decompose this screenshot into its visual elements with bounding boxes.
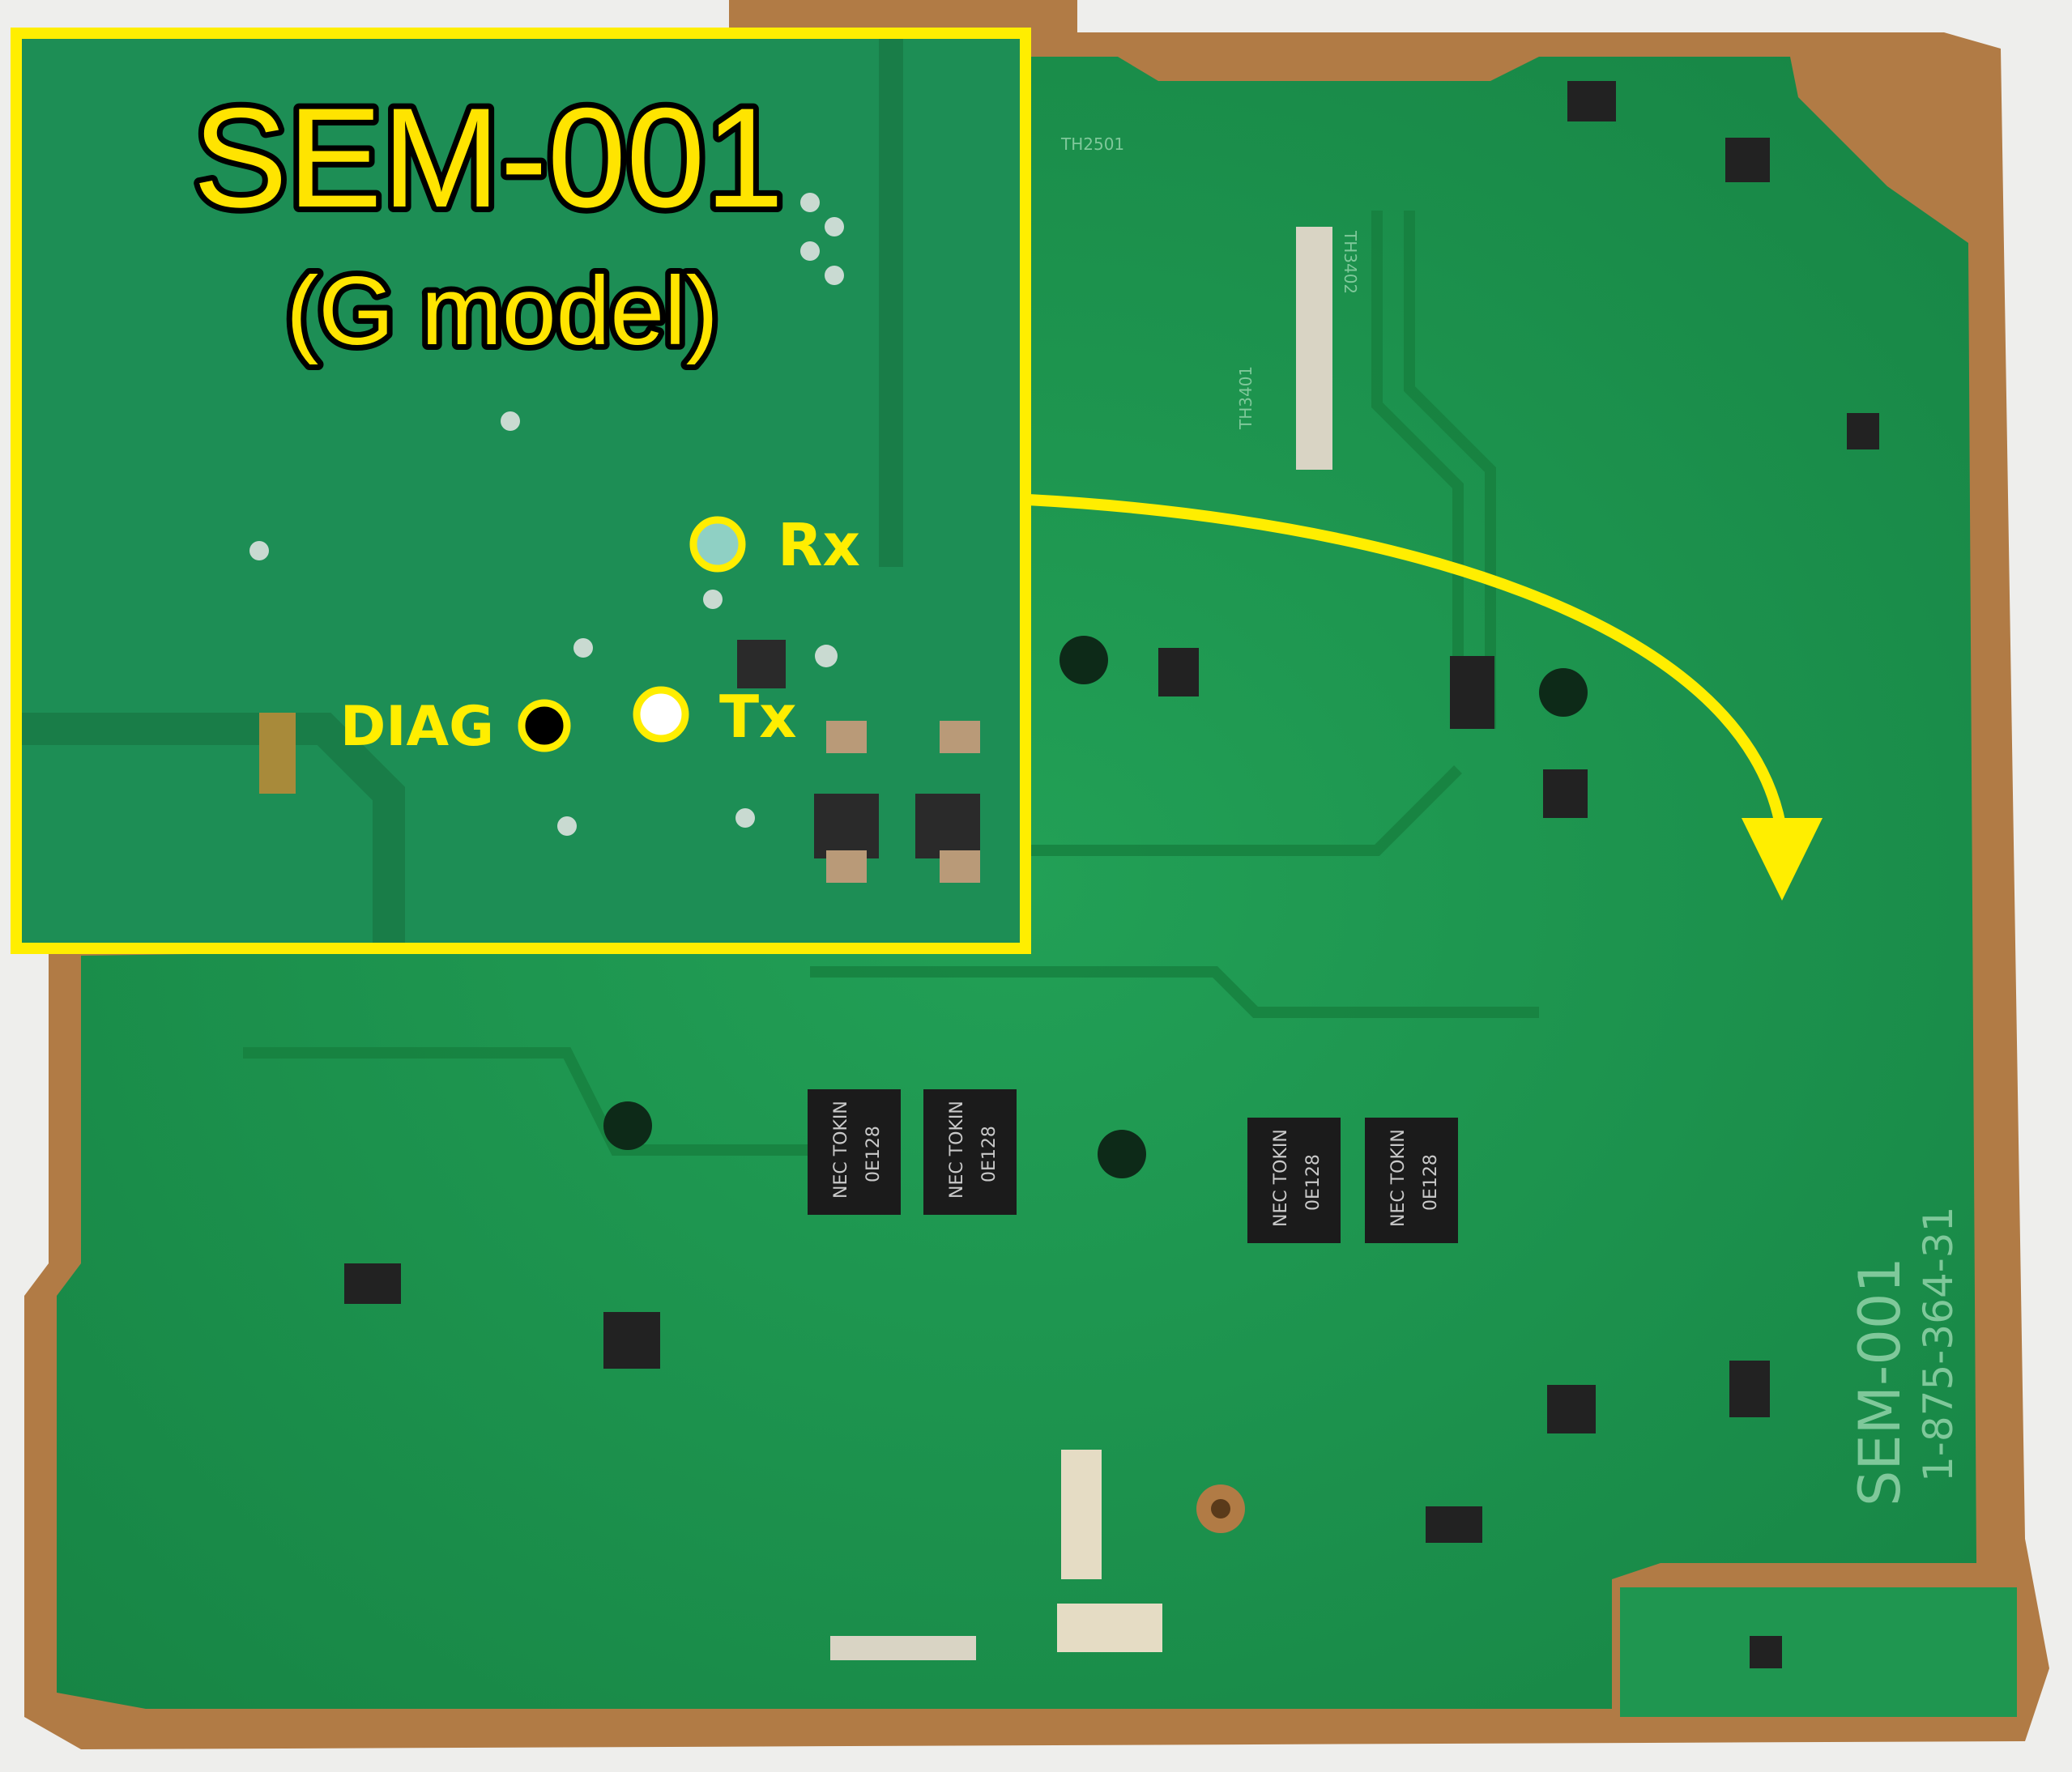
chip-code: 0E128	[979, 1126, 1000, 1182]
model-subtitle: (G model)	[286, 257, 718, 365]
board-model-silkscreen: SEM-001	[1847, 1257, 1913, 1506]
inset-frame	[11, 28, 1031, 954]
diag-label: DIAG	[340, 695, 494, 759]
chip-labels: NEC TOKIN 0E128 NEC TOKIN 0E128 NEC TOKI…	[831, 1101, 1441, 1227]
board-title: SEM-001	[193, 79, 783, 237]
tx-test-point	[633, 686, 689, 743]
mounting-holes	[603, 636, 1588, 1178]
zoom-inset	[11, 28, 1031, 954]
board-label: TH2501	[1060, 134, 1124, 154]
small-ics	[344, 81, 1879, 1668]
chip-brand: NEC TOKIN	[1271, 1129, 1291, 1227]
tx-label: Tx	[719, 683, 797, 751]
ribbon-connector	[1296, 227, 1332, 470]
rx-test-point	[689, 516, 746, 573]
pad-center	[1211, 1499, 1230, 1519]
rx-label: Rx	[778, 511, 860, 579]
board-part-silkscreen: 1-875-364-31	[1915, 1207, 1962, 1482]
board-label: TH3401	[1236, 366, 1256, 430]
bottom-connector	[830, 1636, 976, 1660]
chip-code: 0E128	[1421, 1154, 1441, 1211]
chip-code: 0E128	[1303, 1154, 1324, 1211]
diag-test-point	[518, 699, 571, 752]
chip-code: 0E128	[863, 1126, 884, 1182]
arrow-head-icon	[1742, 818, 1823, 901]
chip-brand: NEC TOKIN	[831, 1101, 851, 1199]
memory-chips	[808, 1089, 1458, 1243]
pointer-arrow	[1027, 494, 1788, 836]
traces	[243, 211, 1539, 1156]
chip-brand: NEC TOKIN	[947, 1101, 967, 1199]
power-connector	[1057, 1604, 1162, 1652]
pcb-corner-section	[1620, 1587, 2017, 1717]
chip-brand: NEC TOKIN	[1388, 1129, 1409, 1227]
board-label: TH3402	[1341, 230, 1360, 294]
side-connector	[1061, 1450, 1102, 1579]
